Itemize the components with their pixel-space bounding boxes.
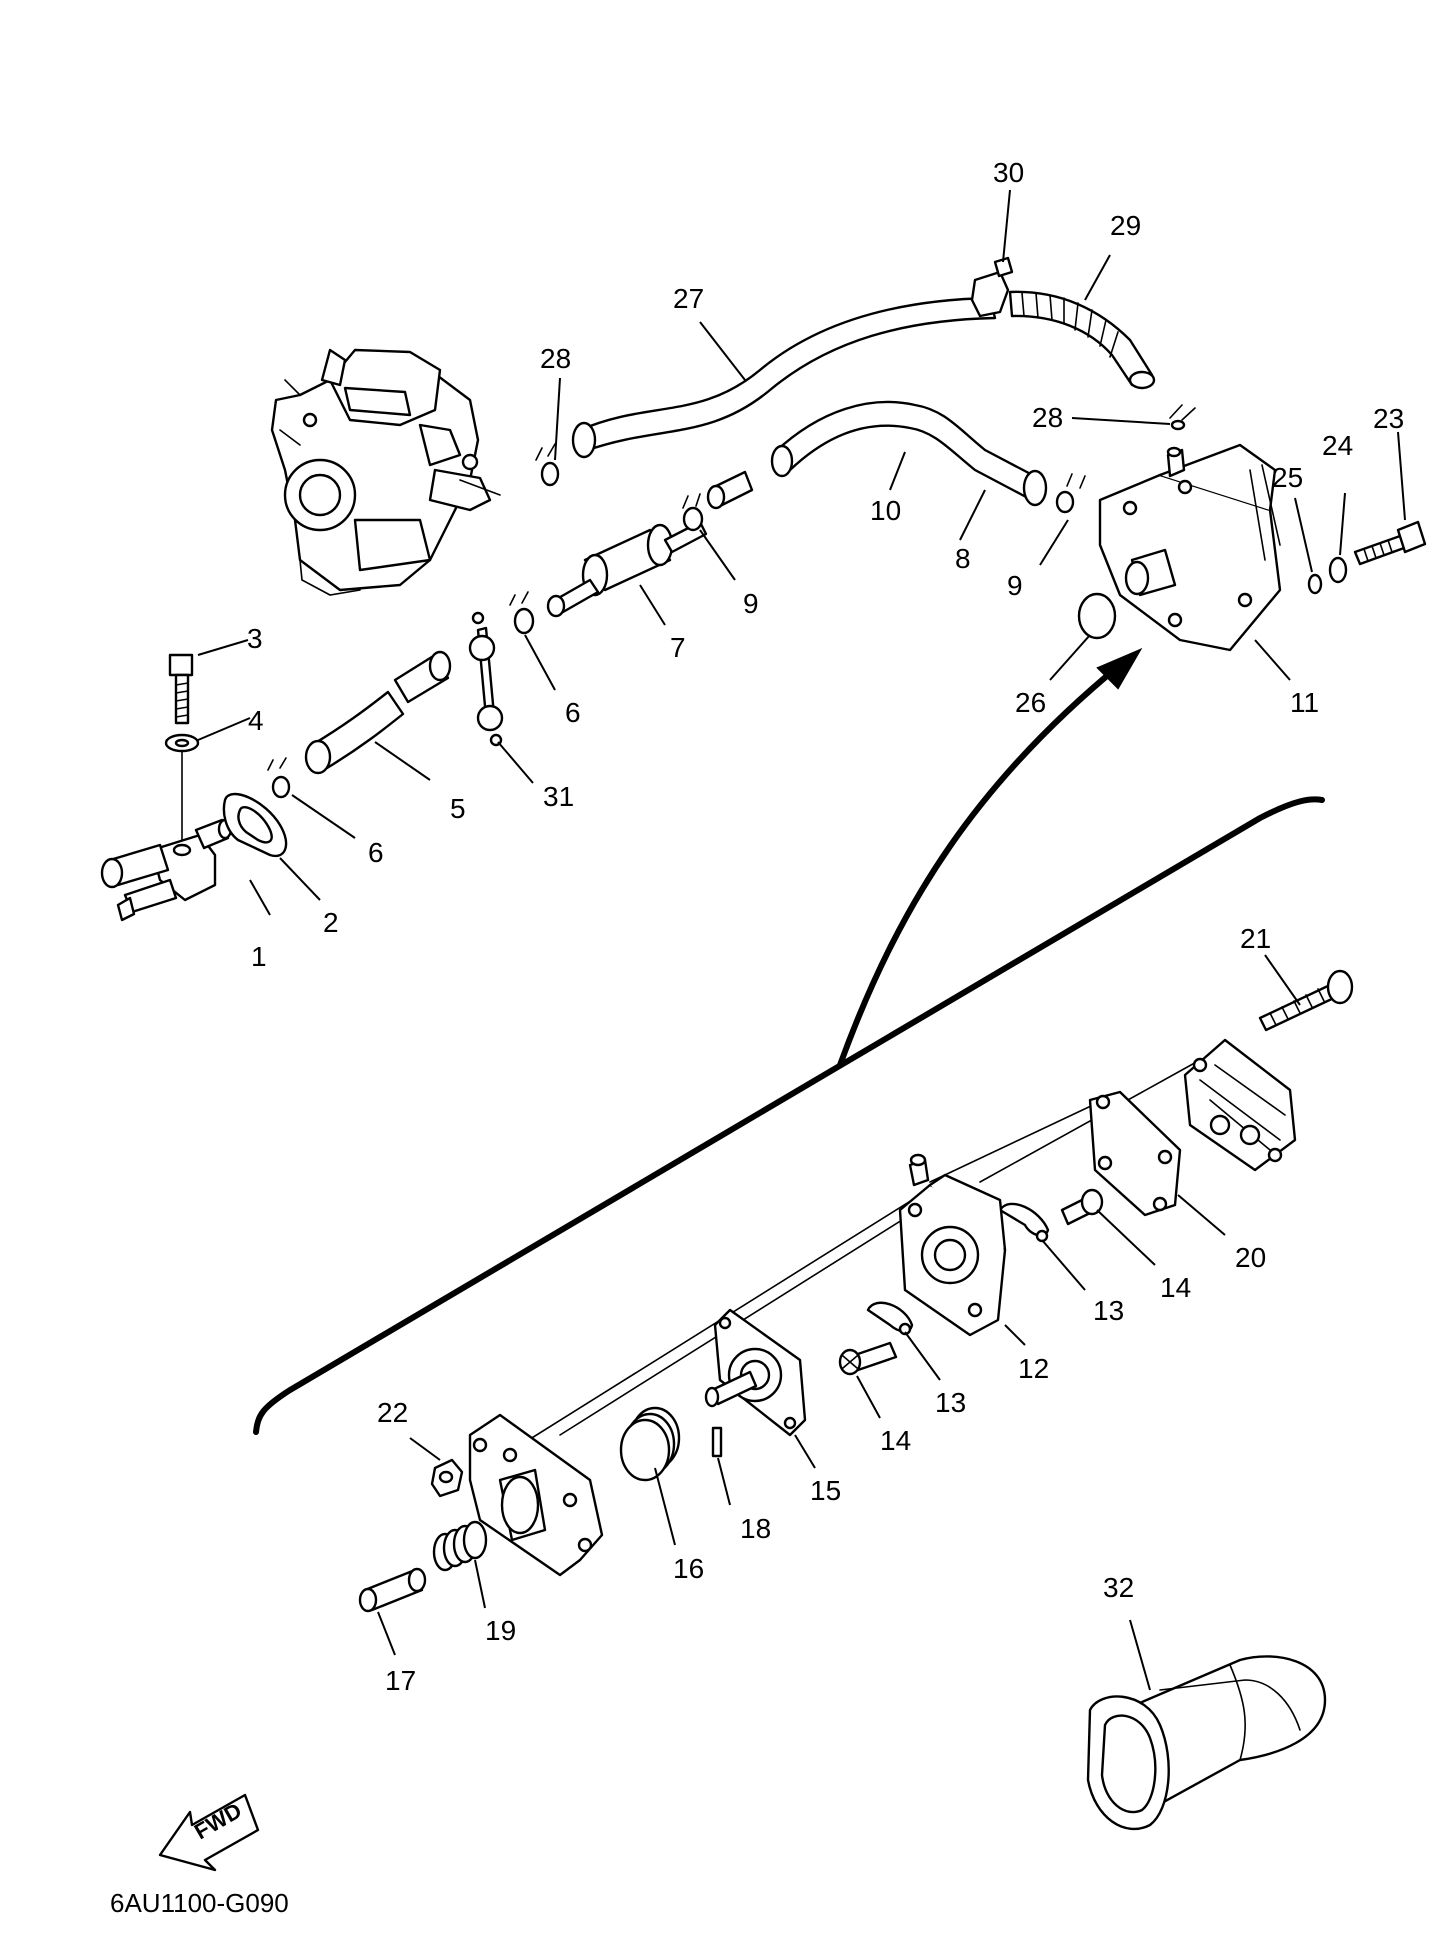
callout-7: 7 — [670, 632, 686, 663]
callout-21: 21 — [1240, 923, 1271, 954]
clip-28-left — [535, 443, 560, 487]
washer-24 — [1328, 556, 1348, 584]
exploded-view-arrowhead — [1096, 647, 1143, 690]
washer-25 — [1307, 573, 1323, 595]
pin-18 — [711, 1426, 723, 1458]
callout-30: 30 — [993, 157, 1024, 188]
exploded-view-arrow — [837, 662, 1123, 1068]
clip-9-left — [682, 493, 704, 532]
fuel-connector-strap-31 — [468, 611, 504, 747]
oring-26 — [1077, 592, 1117, 640]
callout-28: 28 — [540, 343, 571, 374]
callout-6: 6 — [565, 697, 581, 728]
callout-4: 4 — [248, 705, 264, 736]
spring-19 — [432, 1520, 488, 1572]
callout-20: 20 — [1235, 1242, 1266, 1273]
forward-direction-arrow: FWD — [158, 1793, 260, 1872]
callout-27: 27 — [673, 283, 704, 314]
fuel-hose-10 — [770, 400, 1048, 507]
fuel-hose-5 — [304, 650, 452, 775]
callout-16: 16 — [673, 1553, 704, 1584]
clip-6-lower — [267, 757, 291, 799]
callout-14: 14 — [880, 1425, 911, 1456]
screw-14-right — [1060, 1188, 1104, 1226]
callout-leaders — [197, 189, 1406, 1691]
callout-24: 24 — [1322, 430, 1353, 461]
fuel-filter-7 — [546, 520, 708, 618]
bolt-21 — [1258, 969, 1354, 1032]
callout-13: 13 — [935, 1387, 966, 1418]
callout-14: 14 — [1160, 1272, 1191, 1303]
callout-29: 29 — [1110, 210, 1141, 241]
callout-9: 9 — [743, 588, 759, 619]
clip-9-right — [1055, 473, 1086, 514]
clip-28-right — [1169, 404, 1196, 431]
plunger-17 — [358, 1567, 427, 1613]
spring-16 — [619, 1406, 681, 1482]
fuel-hose-27 — [571, 296, 997, 459]
boot-32 — [1086, 1655, 1327, 1831]
callout-1: 1 — [251, 941, 267, 972]
bolt-23 — [1353, 520, 1427, 566]
callout-22: 22 — [377, 1397, 408, 1428]
callout-25: 25 — [1272, 462, 1303, 493]
pump-base-plate — [468, 1413, 604, 1577]
callout-6: 6 — [368, 837, 384, 868]
fuel-hose-29 — [1008, 290, 1156, 390]
hose-joint-8 — [706, 470, 754, 510]
callout-17: 17 — [385, 1665, 416, 1696]
diagram-code: 6AU1100-G090 — [110, 1888, 289, 1918]
fuel-pump-assembly-11 — [1098, 443, 1282, 652]
nut-22 — [430, 1458, 464, 1498]
callout-5: 5 — [450, 793, 466, 824]
callout-18: 18 — [740, 1513, 771, 1544]
valve-13-left — [866, 1301, 914, 1336]
bolt-3 — [168, 653, 194, 725]
callout-11: 11 — [1290, 687, 1319, 718]
fuel-joint-1 — [100, 818, 233, 922]
carburetor-illustration — [270, 348, 501, 596]
callout-13: 13 — [1093, 1295, 1124, 1326]
callout-2: 2 — [323, 907, 339, 938]
hose-clip-30 — [970, 256, 1014, 318]
callout-9: 9 — [1007, 570, 1023, 601]
callout-19: 19 — [485, 1615, 516, 1646]
callout-28: 28 — [1032, 402, 1063, 433]
callout-15: 15 — [810, 1475, 841, 1506]
washer-4 — [164, 733, 200, 753]
callout-12: 12 — [1018, 1353, 1049, 1384]
callout-3: 3 — [247, 623, 263, 654]
seal-2 — [222, 792, 288, 858]
callout-32: 32 — [1103, 1572, 1134, 1603]
gasket-20 — [1088, 1090, 1182, 1217]
screw-14-left — [838, 1341, 898, 1376]
clip-6-upper — [509, 591, 535, 635]
valve-13-right — [998, 1202, 1050, 1243]
callout-8: 8 — [955, 543, 971, 574]
pump-body-12 — [898, 1153, 1007, 1337]
pump-cover-plate — [1183, 1038, 1297, 1172]
callout-26: 26 — [1015, 687, 1046, 718]
callout-10: 10 — [870, 495, 901, 526]
callout-labels: 1 2 3 4 5 6 6 7 8 9 9 10 11 12 13 13 14 … — [247, 157, 1404, 1696]
callout-23: 23 — [1373, 403, 1404, 434]
callout-31: 31 — [543, 781, 574, 812]
diaphragm-15 — [704, 1308, 807, 1437]
exploded-view-divider — [253, 796, 1325, 1435]
